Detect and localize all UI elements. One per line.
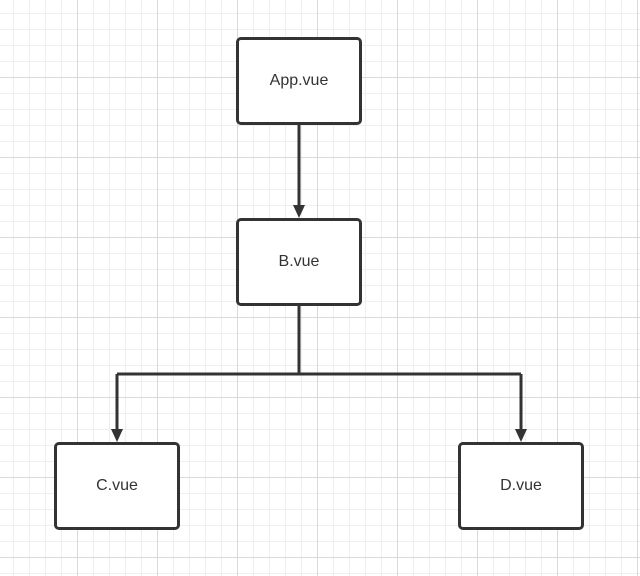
arrowhead-c bbox=[111, 429, 123, 442]
arrowhead-d bbox=[515, 429, 527, 442]
node-app-vue[interactable]: App.vue bbox=[236, 37, 362, 125]
node-label: B.vue bbox=[278, 253, 320, 270]
node-label: App.vue bbox=[269, 72, 329, 89]
arrowhead-b bbox=[293, 205, 305, 218]
node-label: D.vue bbox=[500, 477, 542, 494]
node-d-vue[interactable]: D.vue bbox=[458, 442, 584, 530]
node-label: C.vue bbox=[96, 477, 138, 494]
node-b-vue[interactable]: B.vue bbox=[236, 218, 362, 306]
node-c-vue[interactable]: C.vue bbox=[54, 442, 180, 530]
